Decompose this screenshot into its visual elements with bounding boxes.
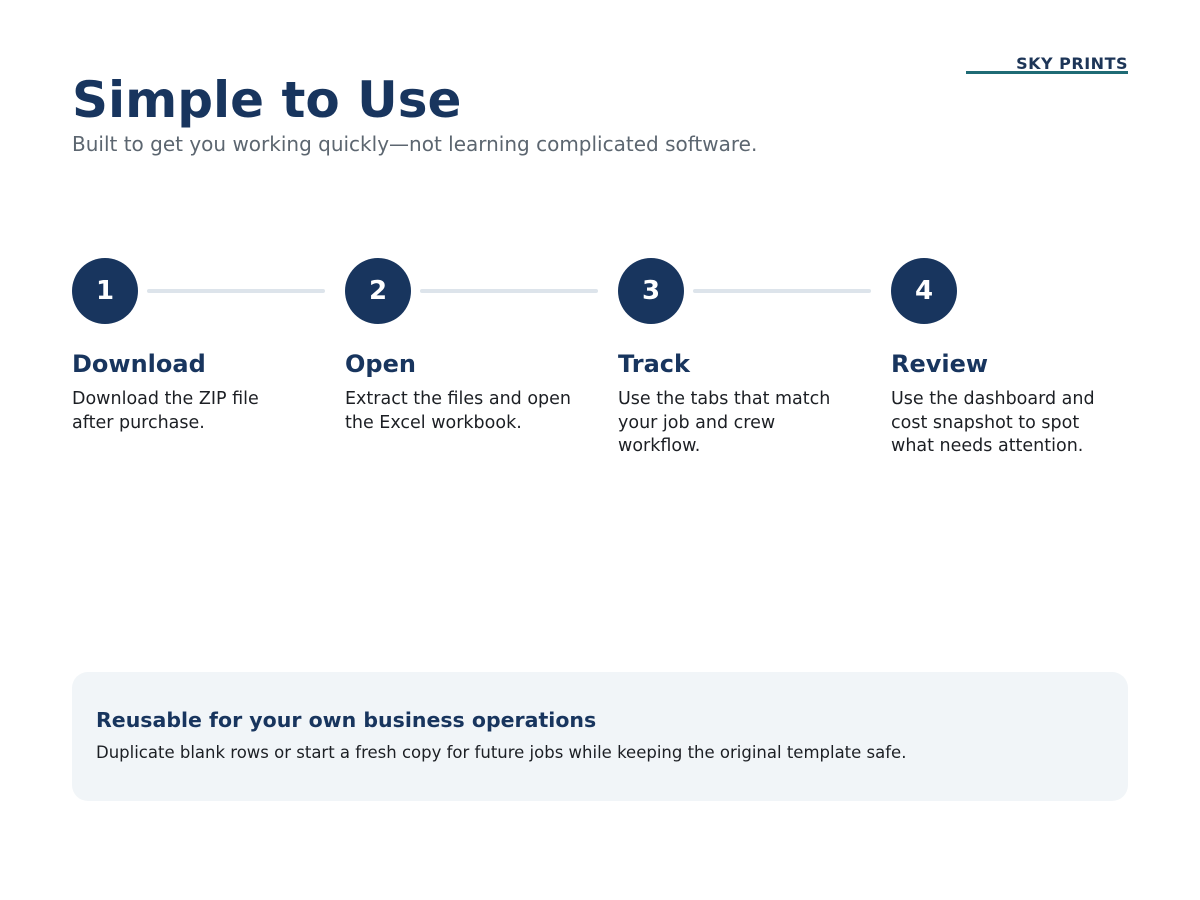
reuse-callout-panel: Reusable for your own business operation… — [72, 672, 1128, 801]
callout-text: Duplicate blank rows or start a fresh co… — [96, 743, 907, 762]
step-description: Use the tabs that match your job and cre… — [618, 389, 831, 456]
step-connector — [147, 289, 325, 293]
step-title: Review — [891, 350, 989, 378]
brand-name: SKY PRINTS — [1016, 54, 1128, 73]
step-title: Open — [345, 350, 416, 378]
steps-list: 1 Download Download the ZIP file after p… — [72, 258, 1128, 478]
step-description: Download the ZIP file after purchase. — [72, 389, 259, 433]
step-description: Extract the files and open the Excel wor… — [345, 389, 572, 433]
brand-underline — [966, 71, 1128, 74]
step-connector — [693, 289, 871, 293]
brand-logo: SKY PRINTS — [966, 54, 1128, 74]
page-title: Simple to Use — [72, 71, 462, 129]
step-connector — [420, 289, 598, 293]
step-number-badge: 3 — [618, 258, 684, 324]
step-number-badge: 1 — [72, 258, 138, 324]
step-title: Track — [618, 350, 690, 378]
step-description: Use the dashboard and cost snapshot to s… — [891, 389, 1095, 456]
step-title: Download — [72, 350, 206, 378]
step-number-badge: 4 — [891, 258, 957, 324]
callout-title: Reusable for your own business operation… — [96, 708, 597, 732]
step-number-badge: 2 — [345, 258, 411, 324]
page-subtitle: Built to get you working quickly—not lea… — [72, 132, 758, 156]
